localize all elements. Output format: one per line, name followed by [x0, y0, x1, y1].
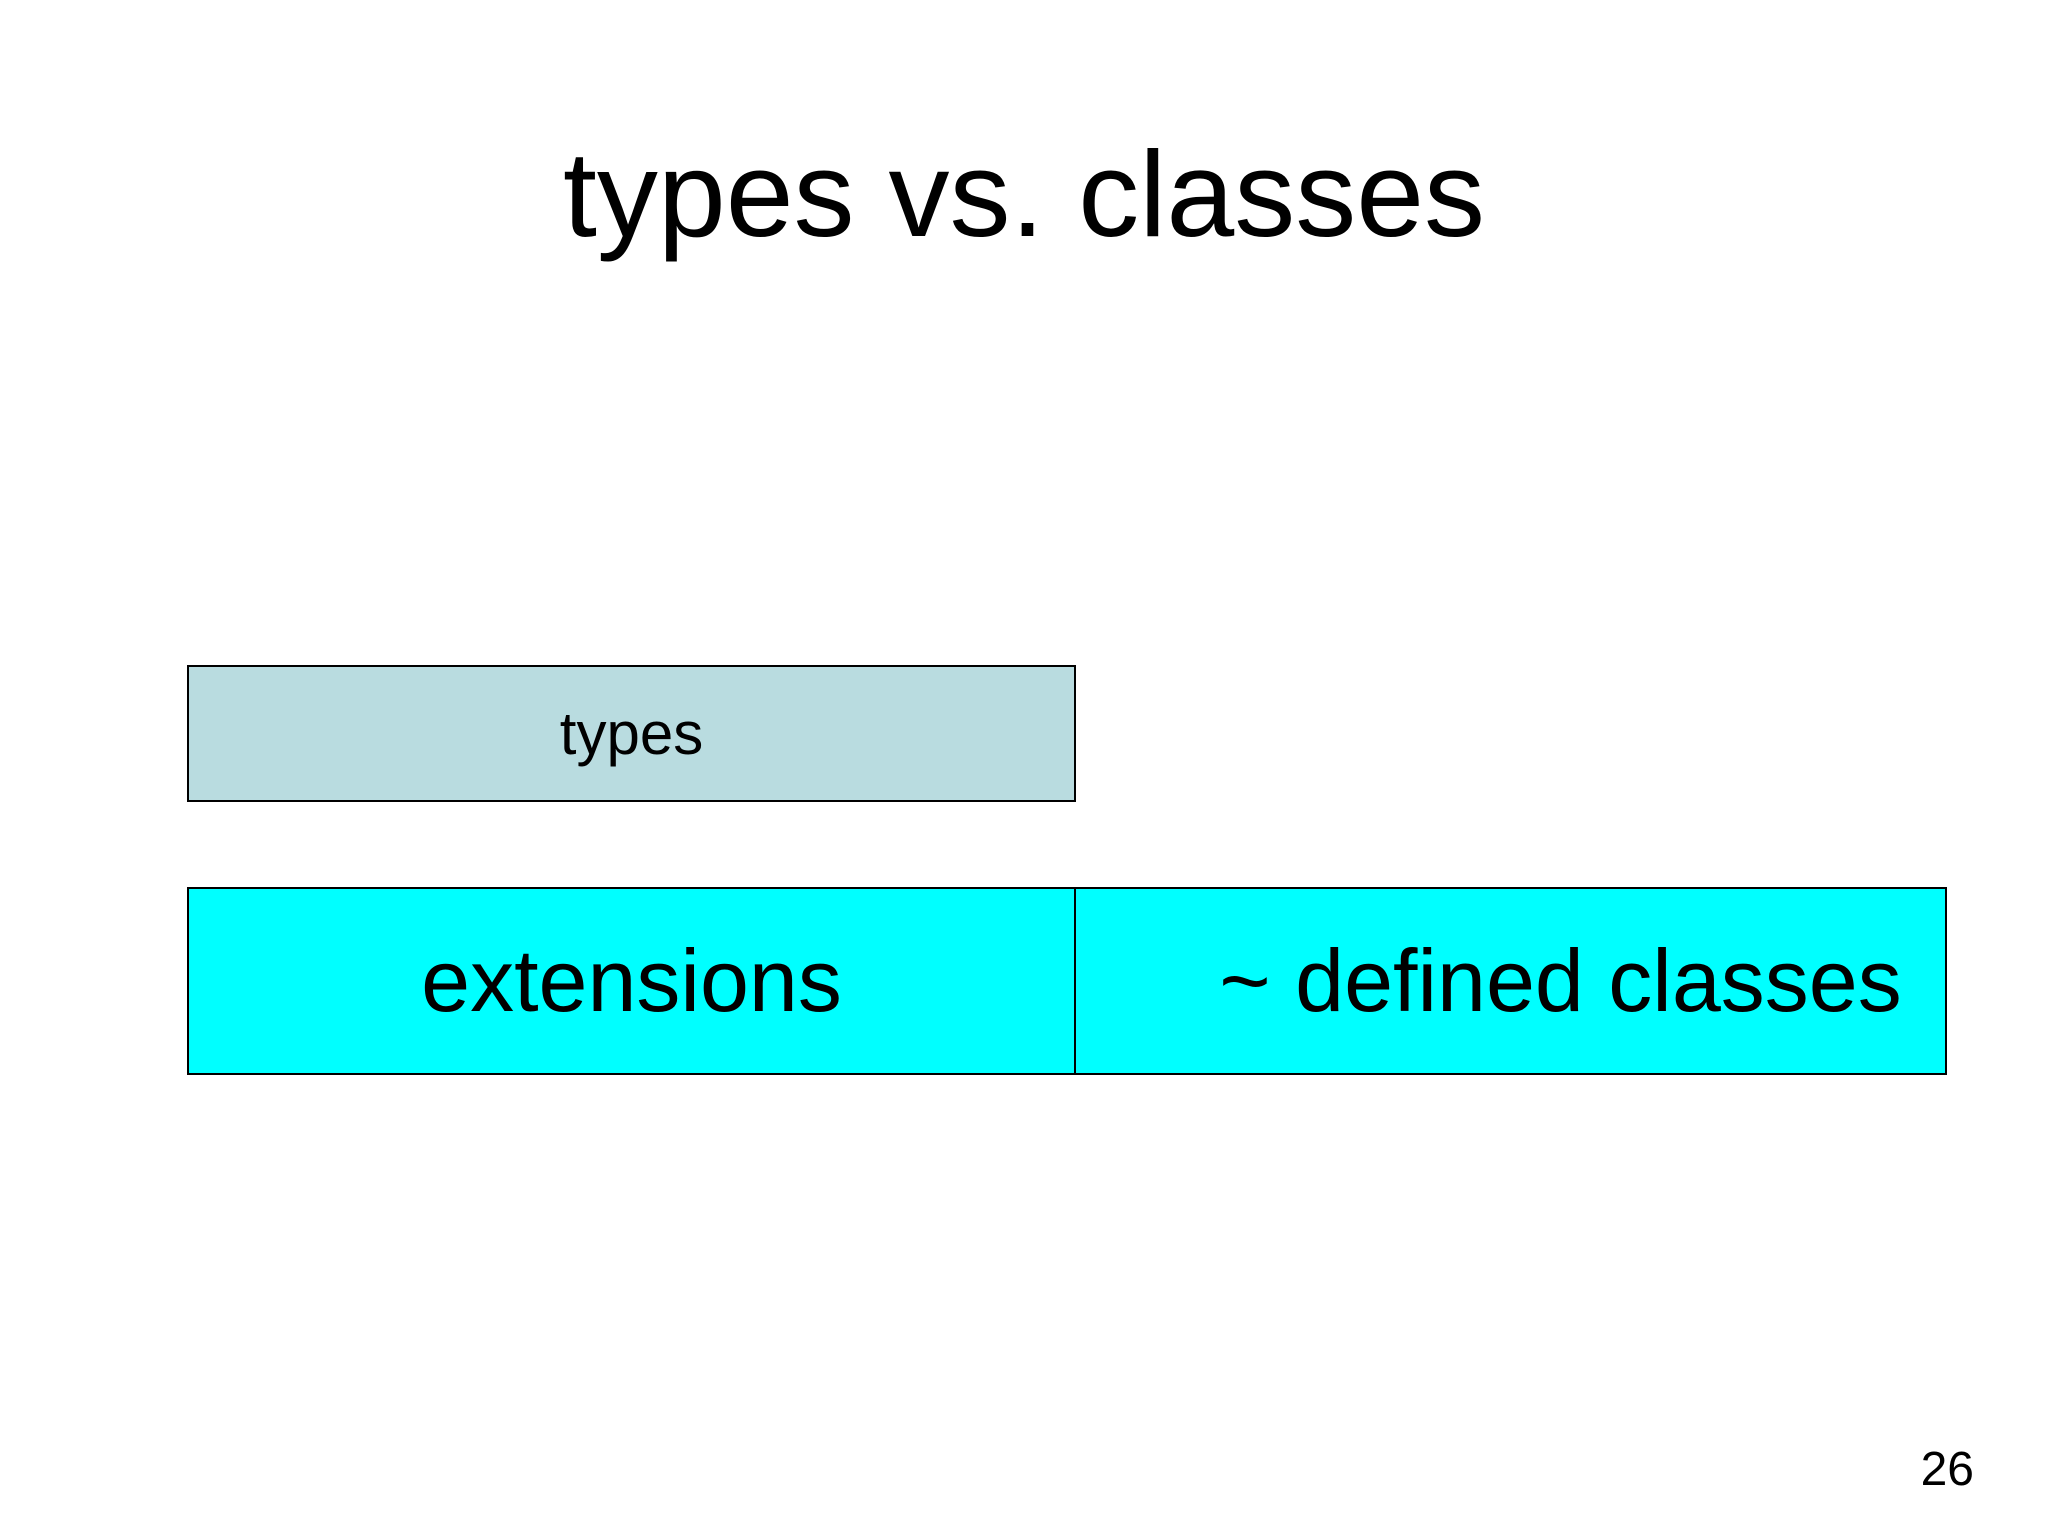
defined-classes-cell: ~ defined classes	[1076, 889, 1945, 1073]
extensions-cell: extensions	[189, 889, 1076, 1073]
page-number: 26	[1920, 1443, 1974, 1496]
extensions-label: extensions	[421, 931, 842, 1030]
classes-row: extensions ~ defined classes	[187, 887, 1947, 1075]
types-box: types	[187, 665, 1076, 802]
types-box-label: types	[559, 699, 704, 767]
slide-title: types vs. classes	[562, 126, 1486, 262]
defined-classes-label: ~ defined classes	[1219, 931, 1902, 1030]
